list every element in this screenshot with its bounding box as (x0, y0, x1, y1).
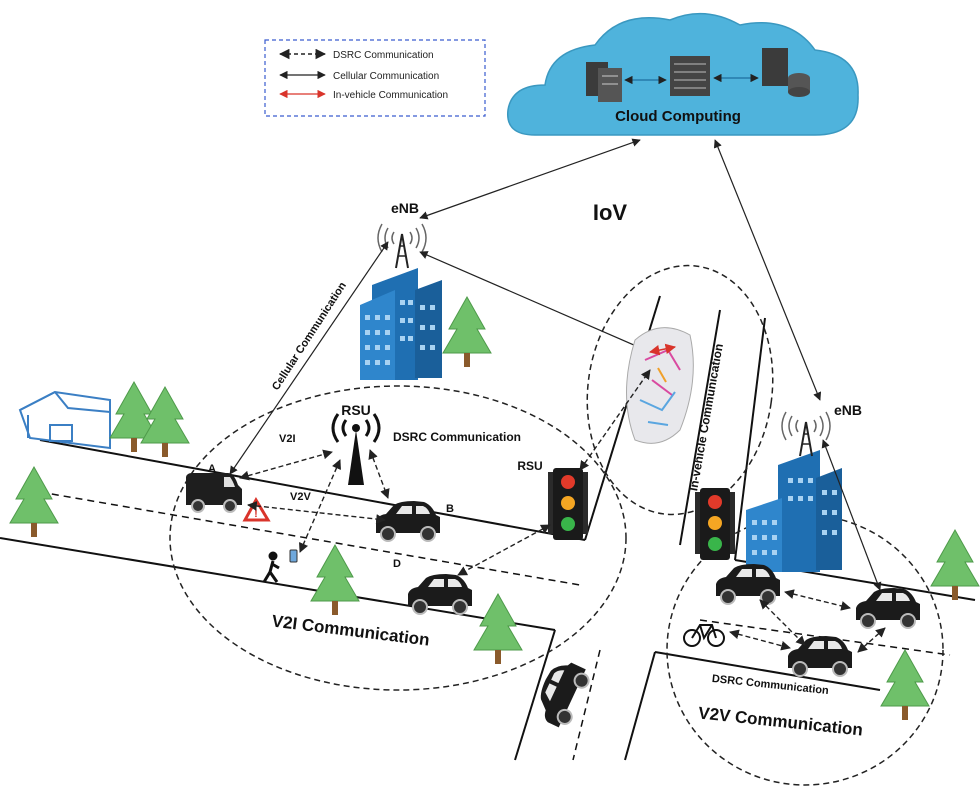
v2v-short-label: V2V (290, 491, 311, 503)
cellular-vertical-label: Cellular Communication (270, 280, 349, 393)
v2i-comm-label: V2I Communication (271, 611, 431, 649)
tree-icon (9, 466, 59, 538)
dsrc-links (239, 369, 886, 653)
tree-icon (930, 529, 980, 601)
car-icon (528, 654, 595, 732)
invehicle-car-icon (626, 327, 694, 444)
tree-icon (880, 649, 930, 721)
legend: DSRC Communication Cellular Communicatio… (264, 39, 486, 117)
v2i-zone (169, 385, 627, 691)
rsu-tower-label: RSU (341, 402, 371, 418)
warning-icon: ! (242, 496, 271, 522)
house-icon (18, 390, 111, 450)
dsrc-bottom-label: DSRC Communication (711, 673, 829, 697)
letter-b: B (446, 503, 454, 515)
legend-cellular-label: Cellular Communication (333, 71, 439, 82)
building-icon (746, 450, 842, 572)
antenna-icon (781, 411, 831, 457)
building-icon (360, 268, 442, 380)
rsu-light-label: RSU (517, 459, 542, 473)
v2i-short-label: V2I (279, 433, 296, 445)
car-d-icon (407, 573, 473, 615)
rsu-tower-icon (331, 413, 381, 485)
letter-d: D (393, 558, 401, 570)
cloud-label: Cloud Computing (615, 108, 741, 125)
v2v-comm-label: V2V Communication (697, 703, 863, 739)
enb-right-label: eNB (834, 402, 862, 418)
invehicle-arrow (648, 343, 677, 356)
phone-icon (289, 549, 298, 563)
van-a-icon (185, 472, 243, 513)
car-icon (715, 563, 781, 605)
svg-text:!: ! (254, 508, 258, 520)
enb-left-label: eNB (391, 200, 419, 216)
legend-dsrc-label: DSRC Communication (333, 50, 434, 61)
bicycle-icon (683, 624, 725, 647)
car-icon (855, 587, 921, 629)
database-icon (762, 48, 810, 97)
legend-invehicle-label: In-vehicle Communication (333, 90, 448, 101)
rack-server-icon (670, 56, 710, 96)
pedestrian-icon (262, 551, 280, 583)
iov-title: IoV (593, 200, 628, 225)
cellular-links (229, 138, 882, 591)
tree-icon (442, 296, 492, 368)
car-b-icon (375, 500, 441, 542)
cloud: Cloud Computing (507, 12, 859, 136)
car-icon (787, 635, 853, 677)
dsrc-top-label: DSRC Communication (393, 430, 521, 444)
tree-icon (310, 544, 360, 616)
server-icon (586, 62, 622, 102)
letter-a: A (208, 463, 216, 475)
traffic-light-icon (695, 488, 735, 560)
tree-icon (473, 593, 523, 665)
traffic-light-icon (548, 468, 588, 540)
